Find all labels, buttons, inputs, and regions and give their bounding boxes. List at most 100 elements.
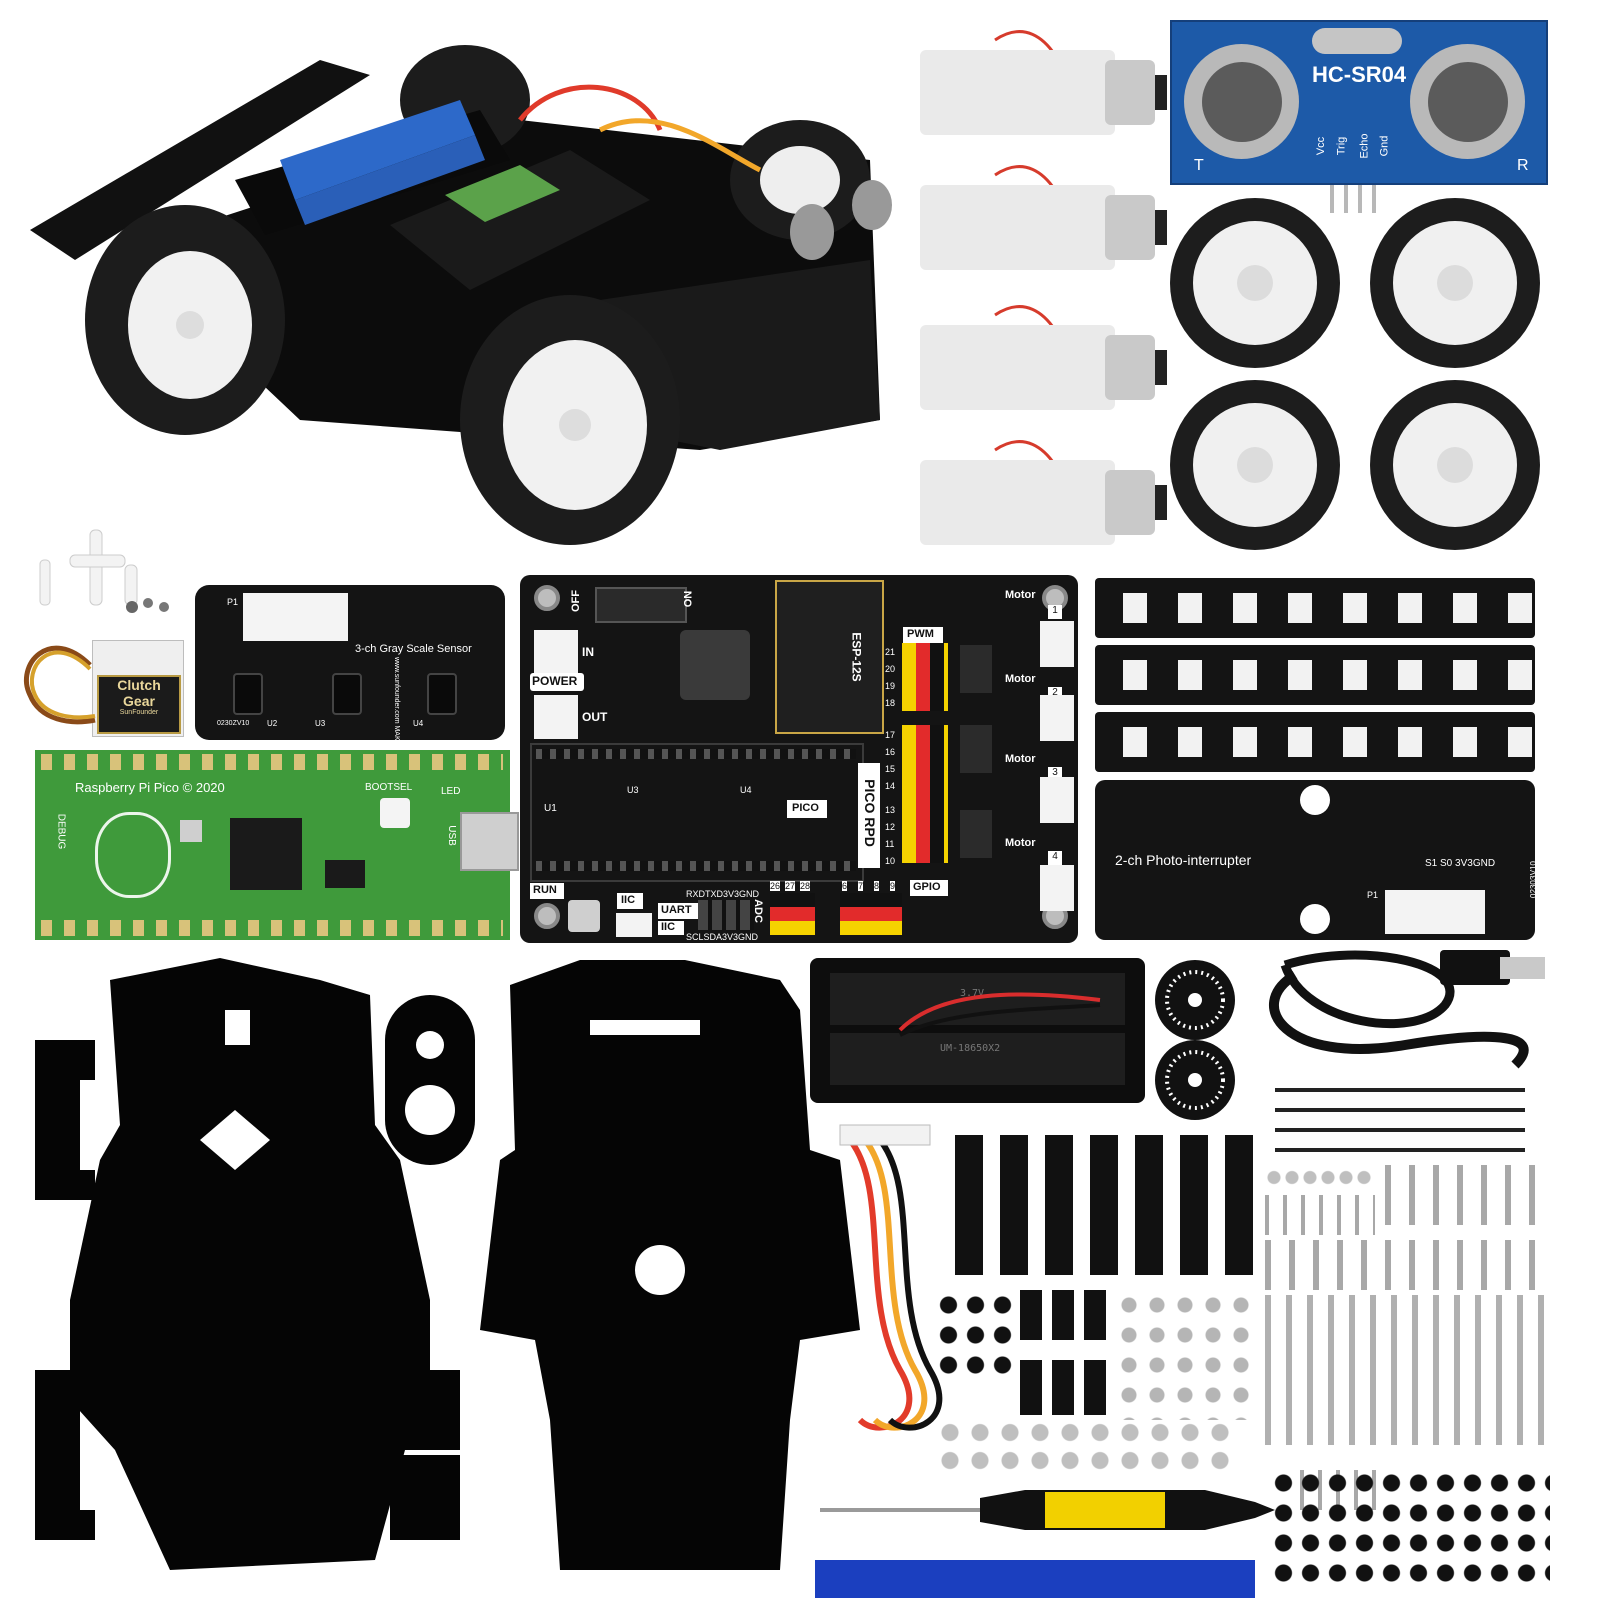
ultrasonic-header-pins bbox=[1330, 185, 1380, 213]
servo-horns bbox=[39, 529, 138, 606]
servo-screws bbox=[126, 598, 169, 613]
bootsel-label: BOOTSEL bbox=[365, 782, 413, 793]
motor-4-connector bbox=[1040, 865, 1074, 911]
gpio-label: GPIO bbox=[913, 881, 941, 893]
motor-3-label: Motor bbox=[1005, 753, 1036, 765]
adc-pin-27: 27 bbox=[785, 881, 796, 891]
pin-gnd-label: Gnd bbox=[1378, 135, 1391, 157]
uart-pin-labels: RXDTXD3V3GND bbox=[686, 889, 760, 899]
jumper-wire-bundle bbox=[839, 1124, 943, 1431]
inductor bbox=[680, 630, 750, 700]
loose-wheel-3 bbox=[1170, 380, 1340, 550]
motor-driver-3 bbox=[960, 810, 992, 858]
photo-connector bbox=[1385, 890, 1485, 934]
ultrasonic-module: HC-SR04 Vcc Trig Echo Gnd T R bbox=[1170, 20, 1548, 185]
ir-sensor-2 bbox=[332, 673, 362, 715]
switch-on-label: ON bbox=[682, 590, 695, 608]
pwm-header-bottom bbox=[902, 725, 948, 863]
led-strip-3 bbox=[1095, 712, 1535, 772]
servo-label-brand: SunFounder bbox=[119, 709, 159, 716]
photo-version: 0230ЗV10 bbox=[1528, 861, 1538, 898]
servo-label: Clutch Gear SunFounder bbox=[97, 675, 181, 734]
encoder-disc-2 bbox=[1155, 1040, 1235, 1120]
assembled-robot-car bbox=[30, 45, 892, 545]
mount-hole-bl bbox=[534, 903, 560, 929]
iic-label-box-1 bbox=[617, 893, 643, 909]
medium-screws-top bbox=[1385, 1165, 1545, 1225]
power-in-label: IN bbox=[582, 645, 594, 659]
pico-rpd-label: PICO RPD bbox=[862, 779, 878, 847]
pwm-pin-10: 10 bbox=[885, 856, 896, 866]
adc-pin-26: 26 bbox=[770, 881, 781, 891]
gear-motor-2 bbox=[920, 165, 1167, 270]
power-out-label: OUT bbox=[582, 710, 608, 724]
receiver-mark: R bbox=[1517, 157, 1529, 174]
pico-socket-top-pins bbox=[536, 749, 856, 759]
grayscale-p1-label: P1 bbox=[227, 597, 239, 607]
esp12s-name: ESP-12S bbox=[849, 632, 864, 682]
motor-bracket-middle-top bbox=[390, 1370, 460, 1450]
photo-title: 2-ch Photo-interrupter bbox=[1115, 852, 1252, 868]
rp2040-chip bbox=[230, 818, 302, 890]
short-standoffs-bottom bbox=[1020, 1360, 1110, 1415]
led-label: LED bbox=[441, 786, 461, 797]
u1-label: U1 bbox=[544, 803, 557, 814]
pwm-pin-16: 16 bbox=[885, 747, 896, 757]
pico-rdp-board: OFF ON IN POWER OUT ESP-12S PWM 21 20 19… bbox=[520, 575, 1078, 943]
gpio-pin-8: 8 bbox=[874, 881, 880, 891]
esp12s-module: ESP-12S bbox=[775, 580, 884, 734]
raspberry-logo bbox=[95, 812, 171, 898]
blue-tape bbox=[815, 1560, 1255, 1598]
led-strip-1 bbox=[1095, 578, 1535, 638]
encoder-discs bbox=[1155, 960, 1235, 1120]
battery-slot-2 bbox=[830, 1033, 1125, 1085]
pico-bottom-pins bbox=[41, 920, 503, 936]
u3-label: U3 bbox=[627, 785, 639, 795]
motor-3-connector bbox=[1040, 777, 1074, 823]
bottom-chassis-plate bbox=[70, 958, 430, 1570]
power-switch bbox=[595, 587, 687, 623]
motor-2-connector bbox=[1040, 695, 1074, 741]
gpio-pin-6: 6 bbox=[842, 881, 848, 891]
run-button bbox=[568, 900, 600, 932]
gpio-header bbox=[840, 893, 902, 935]
wheel-front-right bbox=[730, 120, 870, 240]
adc-label: ADC bbox=[751, 899, 764, 923]
servo-cable bbox=[23, 645, 96, 725]
servo-label-line1: Clutch bbox=[117, 677, 161, 693]
top-chassis-plate bbox=[480, 960, 860, 1570]
photo-mount-hole-bottom bbox=[1300, 904, 1330, 934]
power-in-connector bbox=[534, 630, 578, 674]
motor-4-label: Motor bbox=[1005, 837, 1036, 849]
motor-1-label: Motor bbox=[1005, 589, 1036, 601]
uart-label: UART bbox=[661, 904, 692, 916]
acrylic-chassis-plates bbox=[35, 958, 860, 1570]
pico-socket: U1 U3 U4 PICO bbox=[530, 743, 864, 882]
motor-4-number: 4 bbox=[1048, 851, 1062, 865]
battery-model: UM-18650X2 bbox=[940, 1043, 1001, 1054]
uart-label-box bbox=[658, 903, 698, 919]
photo-mount-hole-top bbox=[1300, 785, 1330, 815]
transducer-left-mesh bbox=[1202, 62, 1282, 142]
led-strip-2 bbox=[1095, 645, 1535, 705]
wheel-front-left bbox=[460, 295, 680, 545]
screwdriver bbox=[820, 1490, 1275, 1530]
motor-bracket-left-top bbox=[35, 1040, 95, 1200]
car-ultrasonic-sensor bbox=[790, 180, 892, 260]
crystal-oscillator bbox=[1312, 28, 1402, 54]
cable-ties bbox=[1275, 1088, 1525, 1152]
medium-screws-row-2 bbox=[1265, 1240, 1545, 1290]
power-out-connector bbox=[534, 695, 578, 739]
usb-port bbox=[460, 812, 519, 871]
ir-sensor-3 bbox=[427, 673, 457, 715]
long-screws bbox=[1265, 1295, 1545, 1445]
pico-label: PICO bbox=[792, 802, 819, 814]
iic-label-2: IIC bbox=[661, 921, 676, 933]
transmitter-mark: T bbox=[1194, 157, 1204, 174]
small-screws-top bbox=[1265, 1195, 1375, 1235]
gpio-pin-7: 7 bbox=[858, 881, 864, 891]
pico-rpd-label-box bbox=[858, 763, 880, 868]
sensor-bracket-oval bbox=[385, 995, 475, 1165]
motor-bracket-middle-bottom bbox=[390, 1455, 460, 1540]
pwm-pin-15: 15 bbox=[885, 764, 896, 774]
